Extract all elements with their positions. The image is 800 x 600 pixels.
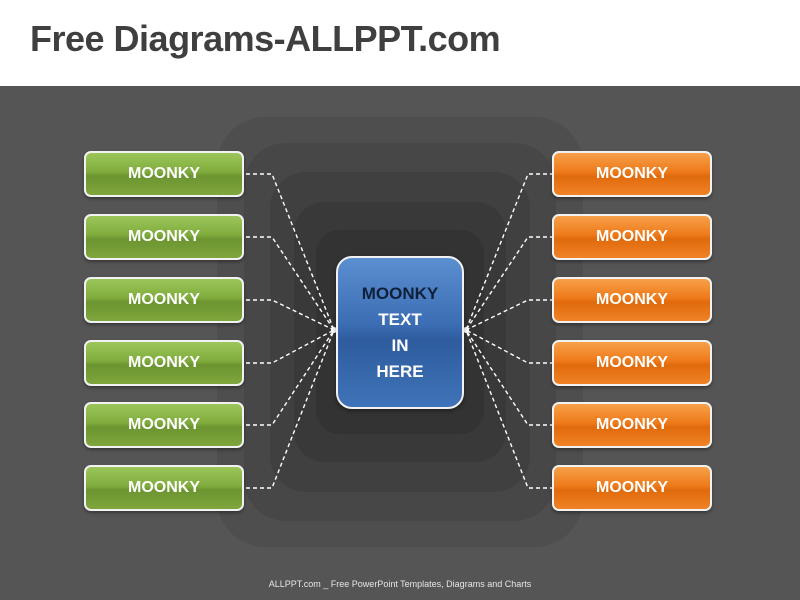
left-item-label: MOONKY [128, 479, 200, 496]
center-text-line-2: TEXT [378, 309, 422, 329]
header-bar: Free Diagrams-ALLPPT.com [0, 0, 800, 86]
left-connector-6 [246, 329, 335, 489]
right-item-label: MOONKY [596, 354, 668, 371]
right-connector-6 [465, 329, 554, 489]
right-item-label: MOONKY [596, 228, 668, 245]
left-connector-4 [246, 329, 335, 364]
left-item-4[interactable]: MOONKY [84, 340, 244, 386]
right-connector-1 [465, 173, 554, 331]
left-connector-5 [246, 329, 335, 426]
left-item-3[interactable]: MOONKY [84, 277, 244, 323]
left-connector-1 [246, 173, 335, 331]
left-item-label: MOONKY [128, 165, 200, 182]
center-box[interactable]: MOONKY TEXT IN HERE [336, 256, 464, 409]
left-item-label: MOONKY [128, 291, 200, 308]
right-item-5[interactable]: MOONKY [552, 402, 712, 448]
right-item-label: MOONKY [596, 165, 668, 182]
right-item-2[interactable]: MOONKY [552, 214, 712, 260]
left-item-2[interactable]: MOONKY [84, 214, 244, 260]
right-connector-4 [465, 329, 554, 364]
right-arrow-dot [463, 327, 469, 333]
center-text-line-1: MOONKY [361, 283, 439, 303]
left-item-label: MOONKY [128, 354, 200, 371]
center-text-line-4: HERE [376, 361, 424, 381]
right-item-3[interactable]: MOONKY [552, 277, 712, 323]
center-text-line-3: IN [391, 335, 409, 355]
left-connector-3 [246, 299, 335, 331]
left-item-label: MOONKY [128, 416, 200, 433]
left-item-1[interactable]: MOONKY [84, 151, 244, 197]
page-title: Free Diagrams-ALLPPT.com [30, 18, 501, 59]
right-item-label: MOONKY [596, 416, 668, 433]
right-connector-2 [465, 236, 554, 331]
left-arrow-dot [331, 327, 337, 333]
right-item-label: MOONKY [596, 479, 668, 496]
right-connector-3 [465, 299, 554, 331]
footer-text: ALLPPT.com _ Free PowerPoint Templates, … [268, 579, 532, 589]
right-item-6[interactable]: MOONKY [552, 465, 712, 511]
right-connector-5 [465, 329, 554, 426]
left-item-5[interactable]: MOONKY [84, 402, 244, 448]
right-item-1[interactable]: MOONKY [552, 151, 712, 197]
left-connector-2 [246, 236, 335, 331]
right-item-label: MOONKY [596, 291, 668, 308]
left-item-label: MOONKY [128, 228, 200, 245]
right-item-4[interactable]: MOONKY [552, 340, 712, 386]
left-item-6[interactable]: MOONKY [84, 465, 244, 511]
